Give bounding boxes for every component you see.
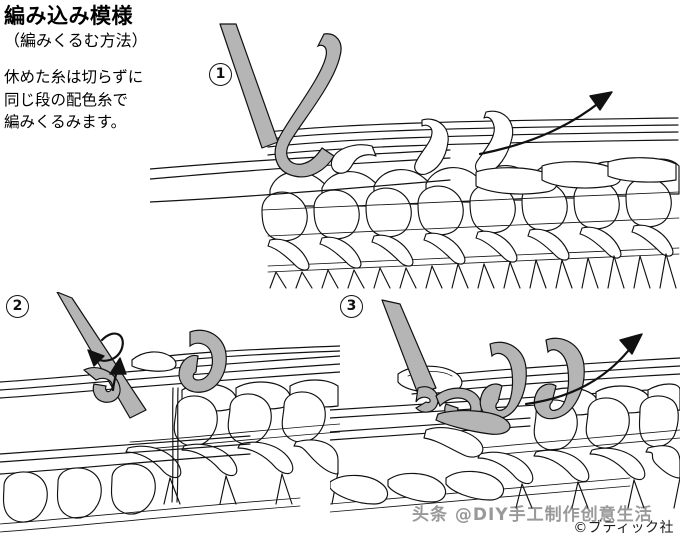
hook-tip-3: [415, 386, 439, 413]
step-badge-1: 1: [209, 63, 232, 86]
instruction-line-3: 編みくるみます。: [4, 113, 127, 132]
crochet-diagram-panel-2: [0, 292, 340, 533]
stitch-row-lower-2: [125, 423, 340, 479]
active-loops-1: [330, 110, 677, 195]
stitch-row-middle-1: [261, 177, 672, 242]
dropped-yarn-line-2b: [176, 387, 179, 503]
page-title: 編み込み模様: [4, 4, 133, 28]
instruction-body: 休めた糸は切らずに 同じ段の配色糸で 編みくるみます。: [4, 66, 204, 135]
step-badge-2: 2: [6, 295, 29, 318]
gray-flat-loop-3: [435, 410, 511, 435]
step-badge-3: 3: [340, 295, 363, 318]
active-loop-gray-2: [178, 329, 227, 393]
carried-yarn-lines-1: [150, 149, 451, 203]
gray-loop-left-3: [479, 341, 527, 420]
page-subtitle: （編みくるむ方法）: [4, 30, 148, 50]
gray-loop-right-3: [533, 337, 585, 420]
copyright-notice: ©ブティック社: [573, 520, 674, 536]
bottom-fringe-2: [163, 471, 339, 505]
instruction-text-block: 編み込み模様 （編みくるむ方法） 休めた糸は切らずに 同じ段の配色糸で 編みくる…: [4, 4, 204, 134]
bottom-fringe-1: [269, 253, 677, 289]
working-yarn-strands-1: [267, 117, 679, 156]
instruction-line-2: 同じ段の配色糸で: [4, 90, 129, 109]
crochet-hook-shaft-1: [219, 23, 279, 149]
yarn-loop-curve-1: [274, 33, 342, 178]
stitch-row-middle-2: [173, 391, 326, 447]
dropped-yarn-line-2: [171, 387, 174, 503]
stitch-row-lower-3: [477, 429, 680, 485]
instruction-line-1: 休めた糸は切らずに: [4, 67, 144, 86]
crochet-diagram-panel-1: [150, 23, 680, 289]
bottom-fringe-3: [515, 477, 680, 509]
stitch-row-lower-1: [267, 224, 674, 271]
crochet-diagram-panel-3: [330, 299, 680, 513]
working-yarn-strands-2: [0, 345, 340, 399]
crochet-hook-shaft-3: [381, 299, 437, 395]
stitch-row-middle-3: [533, 395, 679, 451]
rotation-arrow-2: [87, 332, 124, 367]
direction-arrow-3: [524, 333, 643, 406]
lower-fabric-2: [0, 435, 301, 533]
yarn-grab-loop-2: [82, 367, 121, 403]
direction-arrow-1: [478, 91, 613, 156]
up-arrow-2: [109, 357, 127, 392]
